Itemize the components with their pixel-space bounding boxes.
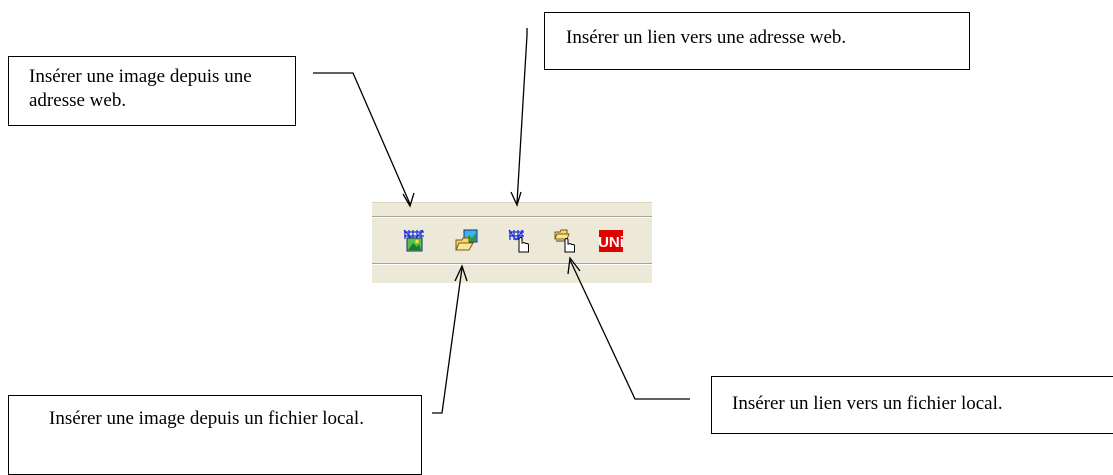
callout-text: Insérer une image depuis un fichier loca… (49, 408, 364, 429)
arrowhead-image-local (454, 264, 468, 282)
insert-link-web-icon (508, 229, 530, 253)
callout-insert-link-web: Insérer un lien vers une adresse web. (544, 12, 970, 70)
insert-image-local-icon (454, 229, 478, 253)
insert-link-local-button[interactable] (552, 228, 578, 254)
insert-image-web-icon (403, 229, 425, 253)
insert-image-web-button[interactable] (401, 228, 427, 254)
leader-link-web (516, 28, 528, 204)
insert-link-local-icon (553, 229, 577, 253)
unicode-label: UNi (599, 234, 623, 251)
unicode-button[interactable]: UNi (598, 228, 624, 254)
insert-link-web-button[interactable] (506, 228, 532, 254)
arrowhead-link-local (567, 256, 581, 275)
unicode-icon: UNi (599, 230, 623, 252)
insert-image-local-button[interactable] (453, 228, 479, 254)
arrowhead-image-web (402, 192, 415, 208)
callout-insert-image-web: Insérer une image depuis une adresse web… (8, 56, 296, 126)
leader-image-web (313, 72, 411, 205)
arrowhead-link-web (510, 191, 522, 207)
leader-image-local (432, 267, 463, 414)
callout-insert-link-local: Insérer un lien vers un fichier local. (711, 376, 1113, 434)
callout-text: Insérer un lien vers un fichier local. (732, 393, 1003, 414)
editor-toolbar: UNi (372, 202, 652, 283)
callout-text: Insérer un lien vers une adresse web. (566, 27, 847, 48)
callout-text: Insérer une image depuis une adresse web… (29, 66, 252, 112)
leader-link-local (569, 259, 690, 400)
